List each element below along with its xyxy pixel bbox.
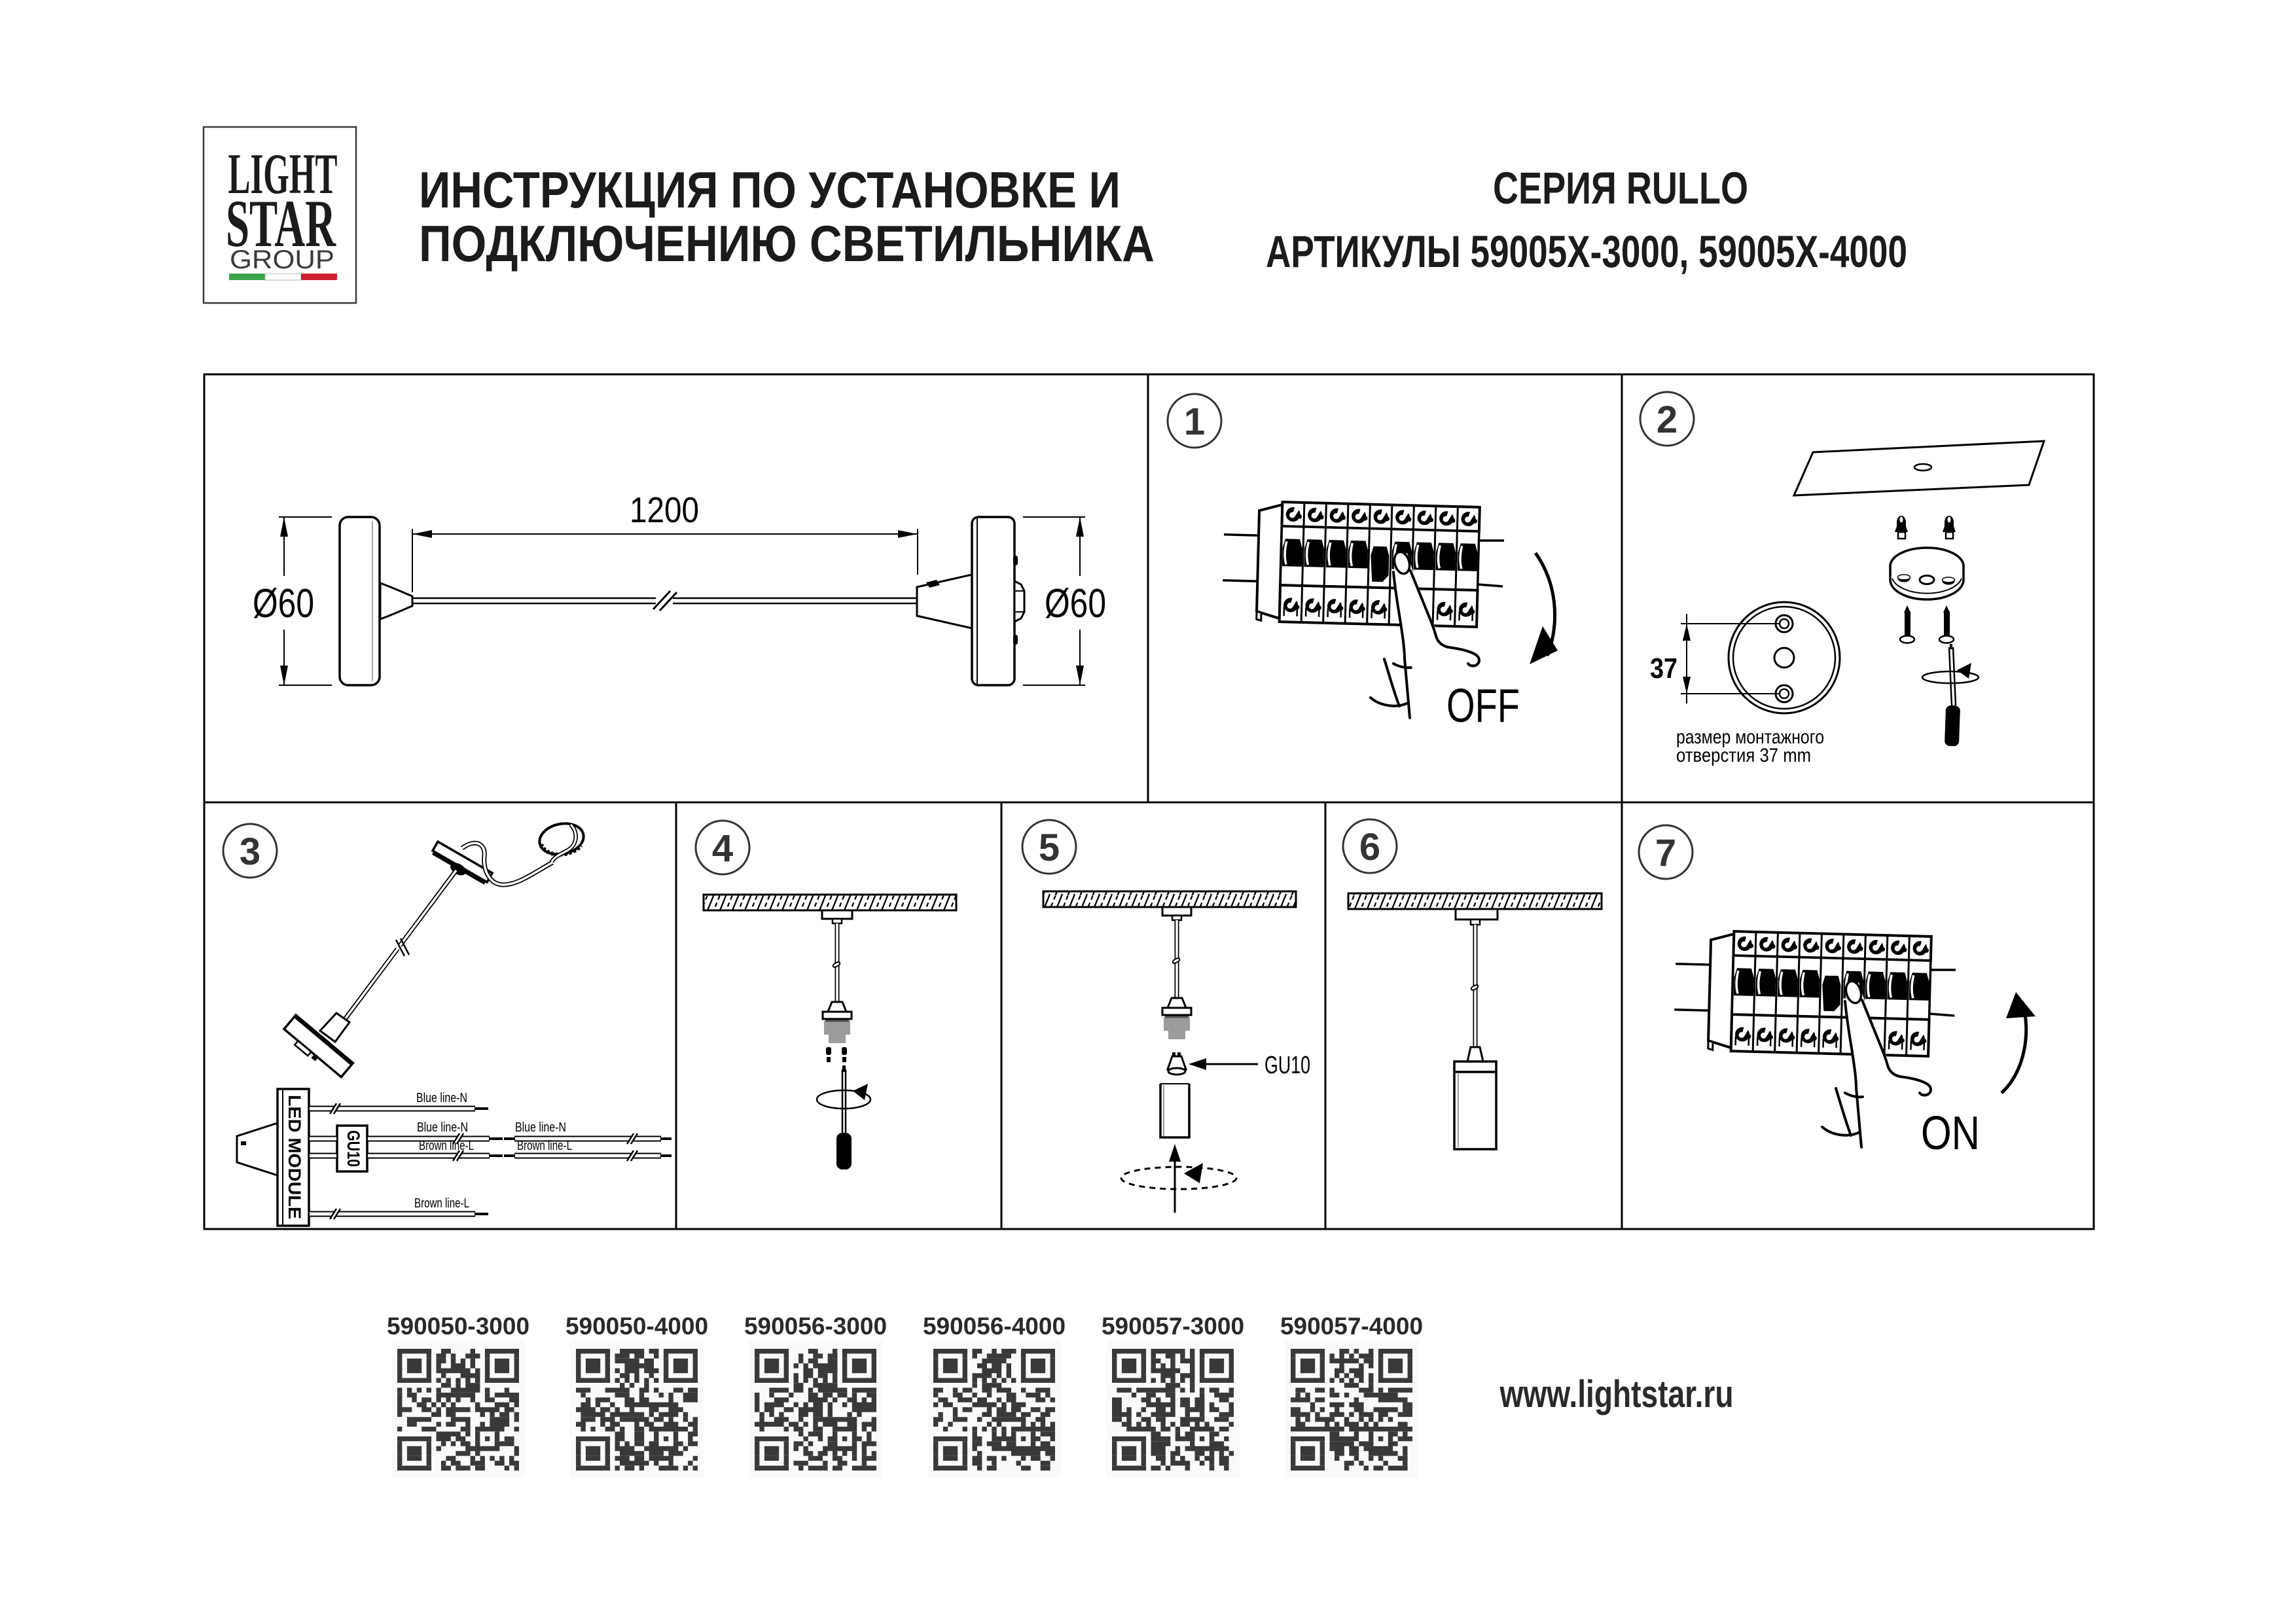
svg-text:4: 4 [712,827,733,870]
svg-text:3: 3 [240,830,260,873]
svg-text:590057-4000: 590057-4000 [1280,1313,1423,1340]
svg-text:GU10: GU10 [344,1130,363,1167]
svg-text:37: 37 [1650,652,1677,685]
svg-text:Brown line-L: Brown line-L [414,1196,469,1211]
svg-text:www.lightstar.ru: www.lightstar.ru [1499,1373,1734,1416]
svg-text:АРТИКУЛЫ 59005X-3000, 59005X-4: АРТИКУЛЫ 59005X-3000, 59005X-4000 [1266,226,1907,277]
svg-text:Blue line-N: Blue line-N [417,1120,468,1135]
svg-text:отверстия 37 mm: отверстия 37 mm [1676,745,1811,766]
svg-text:Ø60: Ø60 [253,581,314,626]
svg-text:590050-3000: 590050-3000 [387,1313,529,1340]
svg-text:OFF: OFF [1446,680,1520,732]
svg-text:ПОДКЛЮЧЕНИЮ СВЕТИЛЬНИКА: ПОДКЛЮЧЕНИЮ СВЕТИЛЬНИКА [419,215,1155,272]
svg-text:7: 7 [1655,832,1676,874]
svg-text:GU10: GU10 [1265,1052,1310,1079]
svg-text:590056-3000: 590056-3000 [744,1313,887,1340]
svg-text:LED MODULE: LED MODULE [285,1095,304,1219]
svg-text:СЕРИЯ RULLO: СЕРИЯ RULLO [1493,163,1748,213]
svg-text:590050-4000: 590050-4000 [565,1313,708,1340]
svg-text:GROUP: GROUP [230,245,334,274]
svg-text:Brown line-L: Brown line-L [419,1139,474,1153]
svg-text:размер монтажного: размер монтажного [1676,726,1824,748]
svg-text:STAR: STAR [226,187,336,261]
svg-text:590057-3000: 590057-3000 [1102,1313,1244,1340]
svg-text:5: 5 [1039,827,1060,869]
svg-text:1: 1 [1184,401,1205,443]
svg-text:2: 2 [1657,399,1677,441]
svg-text:Brown line-L: Brown line-L [517,1139,572,1153]
svg-text:ON: ON [1921,1107,1980,1160]
svg-text:LIGHT: LIGHT [228,143,338,206]
svg-text:590056-4000: 590056-4000 [923,1313,1066,1340]
svg-text:1200: 1200 [630,490,699,530]
svg-text:6: 6 [1359,826,1380,868]
svg-text:Blue line-N: Blue line-N [416,1091,467,1105]
svg-text:Blue line-N: Blue line-N [515,1120,566,1135]
svg-text:Ø60: Ø60 [1045,581,1106,626]
svg-text:ИНСТРУКЦИЯ ПО УСТАНОВКЕ И: ИНСТРУКЦИЯ ПО УСТАНОВКЕ И [419,161,1121,219]
